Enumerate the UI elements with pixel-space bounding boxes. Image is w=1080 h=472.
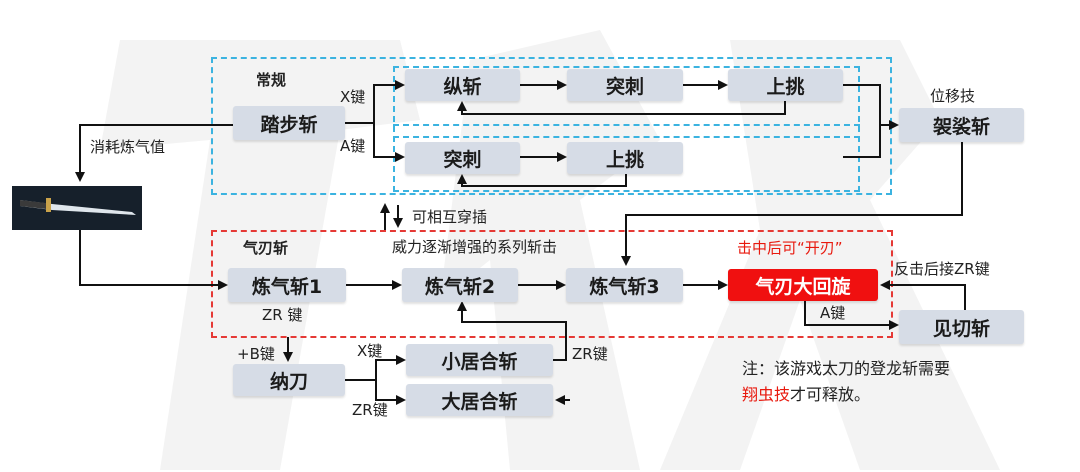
footnote-highlight: 翔虫技 <box>742 385 791 404</box>
node-tuci-row2: 突刺 <box>405 142 520 174</box>
node-tabubu: 踏步斩 <box>233 106 345 140</box>
label-open-blade: 击中后可“开刃” <box>737 239 843 257</box>
katana-image <box>12 186 142 230</box>
footnote: 注：该游戏太刀的登龙斩需要 翔虫技才可释放。 <box>742 356 950 408</box>
node-lianqi3: 炼气斩3 <box>566 268 683 302</box>
label-displacement: 位移技 <box>930 87 976 105</box>
node-lianqi1: 炼气斩1 <box>228 268 346 302</box>
label-b-key: +B键 <box>237 345 275 363</box>
node-qiren-spin: 气刃大回旋 <box>728 269 878 301</box>
node-kesazhan: 袈裟斩 <box>899 108 1024 142</box>
label-a-key-upper: A键 <box>340 137 366 155</box>
combo-divider <box>393 124 860 138</box>
footnote-line2: 翔虫技才可释放。 <box>742 382 950 408</box>
node-shangtiao-row1: 上挑 <box>728 69 843 101</box>
node-jianqie: 见切斩 <box>899 310 1024 344</box>
label-interleave: 可相互穿插 <box>412 208 488 226</box>
label-counter: 反击后接ZR键 <box>894 260 990 278</box>
node-shangtiao-row2: 上挑 <box>567 142 683 174</box>
label-zr-key-return: ZR键 <box>572 345 608 363</box>
label-a-key-spin: A键 <box>820 304 846 322</box>
label-x-key-lower: X键 <box>357 342 383 360</box>
node-zongzhan: 纵斩 <box>405 69 520 101</box>
node-lianqi2: 炼气斩2 <box>402 268 518 302</box>
label-zr-key-lianqi: ZR 键 <box>262 306 303 324</box>
node-xiaojuhe: 小居合斩 <box>406 344 553 376</box>
footnote-line1: 注：该游戏太刀的登龙斩需要 <box>742 359 951 378</box>
node-nadao: 纳刀 <box>233 364 345 396</box>
node-tuci-row1: 突刺 <box>567 69 683 101</box>
label-consume-qi: 消耗炼气值 <box>90 138 166 156</box>
node-dajuhe: 大居合斩 <box>406 384 553 416</box>
qiblade-region-title: 气刃斩 <box>243 239 289 257</box>
label-x-key-upper: X键 <box>340 88 366 106</box>
normal-region-title: 常规 <box>256 71 287 89</box>
footnote-line2-rest: 才可释放。 <box>790 385 871 404</box>
label-zr-key-lower: ZR键 <box>352 401 388 419</box>
label-series: 威力逐渐增强的系列斩击 <box>392 238 558 256</box>
